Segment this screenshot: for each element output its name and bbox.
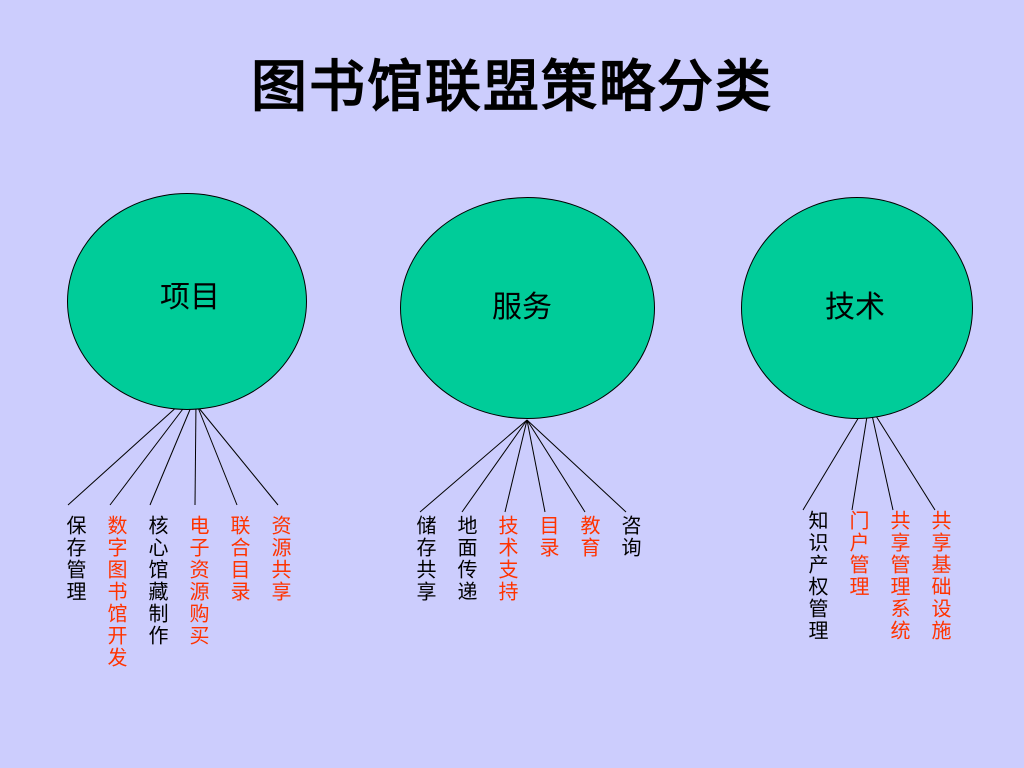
connector-line [461, 419, 528, 513]
connector-line [526, 419, 546, 513]
connector-line [802, 401, 869, 511]
connector-line [194, 401, 197, 506]
connector-line [149, 399, 195, 506]
connector-line [526, 419, 586, 513]
connector-line [869, 405, 894, 511]
category-label-services: 服务 [492, 290, 552, 325]
connector-line [109, 396, 193, 506]
connector-line [526, 419, 627, 513]
leaf-item: 教育 [577, 515, 601, 559]
leaf-item: 保存管理 [63, 515, 87, 603]
leaf-item: 技术支持 [495, 515, 519, 603]
leaf-item: 地面传递 [454, 515, 478, 603]
connector-line [196, 404, 238, 506]
page-title: 图书馆联盟策略分类 [251, 55, 773, 120]
category-circle-services [400, 197, 655, 419]
leaf-item: 目录 [536, 515, 560, 559]
connector-line [851, 403, 870, 511]
category-circle-technology [741, 197, 973, 419]
leaf-item: 知识产权管理 [805, 510, 829, 642]
leaf-item: 门户管理 [846, 510, 870, 598]
leaf-item: 共享基础设施 [928, 510, 952, 642]
connector-line [504, 419, 528, 513]
leaf-item: 资源共享 [268, 515, 292, 603]
leaf-item: 数字图书馆开发 [104, 515, 128, 669]
connector-line [197, 406, 279, 506]
leaf-item: 电子资源购买 [186, 515, 210, 647]
connector-line [419, 419, 528, 513]
leaf-item: 共享管理系统 [887, 510, 911, 642]
category-circle-projects [67, 193, 307, 410]
category-label-projects: 项目 [160, 280, 220, 315]
leaf-item: 核心馆藏制作 [145, 515, 169, 647]
connector-line [67, 394, 191, 506]
leaf-item: 联合目录 [227, 515, 251, 603]
leaf-item: 咨询 [618, 515, 642, 559]
category-label-technology: 技术 [825, 290, 885, 325]
connector-line [870, 407, 936, 511]
leaf-item: 储存共享 [413, 515, 437, 603]
